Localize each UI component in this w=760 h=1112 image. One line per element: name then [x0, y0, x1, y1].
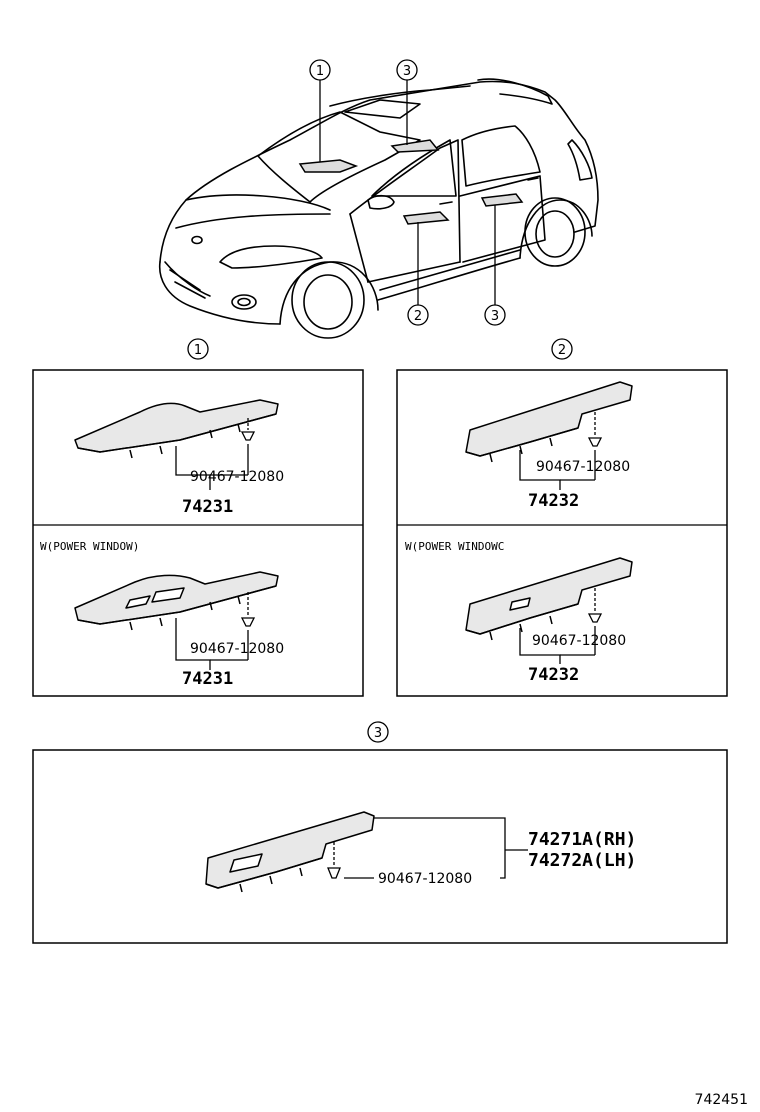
svg-text:1: 1 — [194, 343, 202, 358]
switch-base-74231-power-window — [74, 571, 279, 631]
callout-car-1: 1 — [309, 59, 331, 81]
fastener-label: 90467-12080 — [190, 641, 284, 657]
diagram-code: 742451 — [695, 1092, 748, 1108]
svg-text:1: 1 — [316, 64, 324, 79]
car-switch-3-front-shape — [390, 139, 440, 153]
fastener-label: 90467-12080 — [378, 871, 472, 887]
svg-text:2: 2 — [558, 343, 566, 358]
clip-icon — [587, 412, 603, 447]
svg-text:2: 2 — [414, 309, 422, 324]
switch-base-74271A — [205, 811, 375, 893]
part-number-label: 74232 — [528, 491, 579, 511]
car-illustration — [158, 78, 599, 339]
part-number-label: 74232 — [528, 665, 579, 685]
car-switch-1-shape — [298, 159, 359, 173]
callout-car-2: 2 — [407, 304, 429, 326]
svg-text:3: 3 — [374, 726, 382, 741]
panel-2 — [396, 369, 728, 697]
clip-icon — [587, 588, 603, 623]
svg-text:3: 3 — [403, 64, 411, 79]
car-switch-3-rear-shape — [480, 193, 524, 207]
clip-icon — [327, 842, 341, 879]
callout-section-2: 2 — [551, 338, 573, 360]
car-switch-2-shape — [402, 211, 450, 225]
part-number-label: 74231 — [182, 497, 233, 517]
switch-base-74232 — [465, 381, 633, 463]
callout-car-3-top: 3 — [396, 59, 418, 81]
variant-caption: W(POWER WINDOWC — [405, 540, 504, 553]
clip-icon — [240, 418, 256, 441]
part-number-lh: 74272A(LH) — [528, 850, 636, 871]
part-number-rh: 74271A(RH) — [528, 829, 636, 850]
fastener-label: 90467-12080 — [532, 633, 626, 649]
callout-section-3: 3 — [367, 721, 389, 743]
callout-section-1: 1 — [187, 338, 209, 360]
panel-1 — [32, 369, 364, 697]
switch-base-74231 — [74, 399, 279, 459]
fastener-label: 90467-12080 — [190, 469, 284, 485]
clip-icon — [240, 592, 256, 627]
fastener-label: 90467-12080 — [536, 459, 630, 475]
panel-3 — [32, 749, 728, 944]
part-number-label: 74231 — [182, 669, 233, 689]
callout-car-3-bottom: 3 — [484, 304, 506, 326]
variant-caption: W(POWER WINDOW) — [40, 540, 139, 553]
svg-text:3: 3 — [491, 309, 499, 324]
switch-base-74232-power-window — [465, 557, 633, 641]
